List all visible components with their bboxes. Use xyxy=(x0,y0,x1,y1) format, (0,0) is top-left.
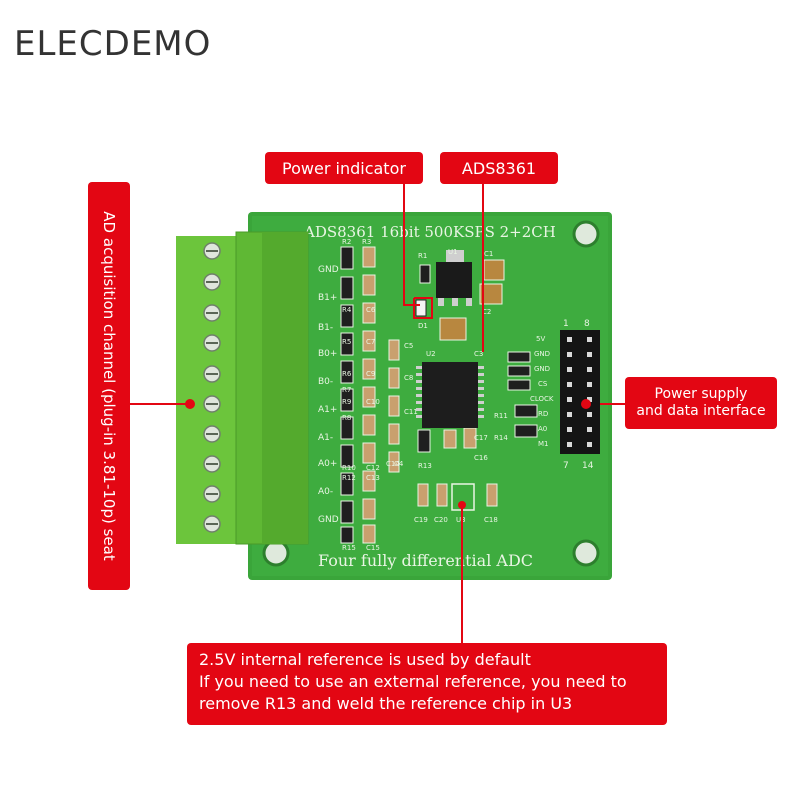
c2-capacitor xyxy=(479,283,503,305)
svg-text:C5: C5 xyxy=(404,342,413,350)
svg-text:U1: U1 xyxy=(448,248,458,256)
svg-text:R10: R10 xyxy=(342,464,356,472)
svg-text:C6: C6 xyxy=(366,306,376,314)
svg-text:8: 8 xyxy=(584,319,590,329)
chip-label: ADS8361 xyxy=(440,152,558,184)
svg-text:A1-: A1- xyxy=(318,433,333,443)
svg-text:CLOCK: CLOCK xyxy=(530,395,554,403)
svg-text:R4: R4 xyxy=(342,306,352,314)
svg-text:C15: C15 xyxy=(366,544,380,552)
svg-text:A0+: A0+ xyxy=(318,459,337,469)
svg-text:C8: C8 xyxy=(404,374,413,382)
c1-capacitor xyxy=(483,259,505,281)
callout-dots xyxy=(185,399,591,509)
brand-logo: ELECDEMO xyxy=(14,24,212,64)
c3-capacitor xyxy=(439,317,467,341)
svg-text:C2: C2 xyxy=(482,308,491,316)
svg-text:R1: R1 xyxy=(418,252,427,260)
mounting-holes xyxy=(262,220,600,567)
svg-text:R11: R11 xyxy=(494,412,508,420)
terminal-labels: GND B1+ B1- B0+ B0- A1+ A1- A0+ A0- GND xyxy=(318,265,339,525)
svg-text:GND: GND xyxy=(318,515,339,525)
terminal-block xyxy=(176,231,309,545)
component-refs: R1 U1 C1 C2 D1 U2 R13 U3 C19 C20 C18 C16… xyxy=(342,238,508,552)
svg-text:C11: C11 xyxy=(404,408,418,416)
svg-text:R6: R6 xyxy=(342,370,352,378)
svg-text:R8: R8 xyxy=(342,414,351,422)
u1-regulator xyxy=(436,250,472,306)
svg-text:B1-: B1- xyxy=(318,323,333,333)
svg-text:GND: GND xyxy=(534,350,550,358)
power-supply-line2: and data interface xyxy=(636,403,766,419)
svg-text:7: 7 xyxy=(563,461,569,471)
power-supply-line1: Power supply xyxy=(654,386,748,402)
smd-components xyxy=(340,246,538,544)
svg-text:C14: C14 xyxy=(386,460,400,468)
ad-channel-text: AD acquisition channel (plug-in 3.81-10p… xyxy=(100,211,118,561)
svg-text:C20: C20 xyxy=(434,516,448,524)
board-header-text: ADS8361 16bit 500KSPS 2+2CH xyxy=(303,223,556,241)
svg-text:B0+: B0+ xyxy=(318,349,337,359)
svg-text:5V: 5V xyxy=(536,335,545,343)
reference-line1: 2.5V internal reference is used by defau… xyxy=(199,650,531,669)
svg-text:GND: GND xyxy=(534,365,550,373)
pin-numbers: 1 8 7 14 xyxy=(563,319,594,471)
svg-text:C17: C17 xyxy=(474,434,488,442)
svg-text:C9: C9 xyxy=(366,370,375,378)
svg-text:R13: R13 xyxy=(418,462,432,470)
svg-text:R2: R2 xyxy=(342,238,351,246)
resistor-network xyxy=(507,351,531,391)
svg-text:14: 14 xyxy=(582,461,594,471)
svg-text:C13: C13 xyxy=(366,474,380,482)
svg-text:D1: D1 xyxy=(418,322,428,330)
callout-lines xyxy=(130,184,625,643)
power-indicator-label: Power indicator xyxy=(265,152,423,184)
d1-led xyxy=(415,299,427,317)
svg-text:C16: C16 xyxy=(474,454,488,462)
svg-text:B1+: B1+ xyxy=(318,293,337,303)
power-supply-label: Power supply and data interface xyxy=(625,377,777,429)
svg-text:R9: R9 xyxy=(342,398,351,406)
svg-text:1: 1 xyxy=(563,319,569,329)
svg-text:U3: U3 xyxy=(456,516,466,524)
u2-ads8361-chip xyxy=(416,362,484,428)
ad-channel-label: AD acquisition channel (plug-in 3.81-10p… xyxy=(88,182,130,590)
svg-text:CS: CS xyxy=(538,380,548,388)
svg-text:R7: R7 xyxy=(342,386,351,394)
svg-text:C3: C3 xyxy=(474,350,483,358)
svg-text:M1: M1 xyxy=(538,440,549,448)
svg-text:R5: R5 xyxy=(342,338,351,346)
svg-text:C18: C18 xyxy=(484,516,498,524)
svg-text:C10: C10 xyxy=(366,398,380,406)
svg-text:R14: R14 xyxy=(494,434,508,442)
svg-text:C12: C12 xyxy=(366,464,380,472)
reference-line2: If you need to use an external reference… xyxy=(199,672,627,691)
svg-text:B0-: B0- xyxy=(318,377,333,387)
svg-text:A0: A0 xyxy=(538,425,547,433)
svg-text:C19: C19 xyxy=(414,516,428,524)
svg-text:A1+: A1+ xyxy=(318,405,337,415)
svg-text:RD: RD xyxy=(538,410,548,418)
svg-text:U2: U2 xyxy=(426,350,436,358)
svg-text:R15: R15 xyxy=(342,544,356,552)
header-pin-labels: 5V GND GND CS CLOCK RD A0 M1 xyxy=(530,335,554,448)
svg-text:C7: C7 xyxy=(366,338,375,346)
board-footer-text: Four fully differential ADC xyxy=(318,551,533,570)
reference-line3: remove R13 and weld the reference chip i… xyxy=(199,694,573,713)
svg-text:C1: C1 xyxy=(484,250,493,258)
svg-text:GND: GND xyxy=(318,265,339,275)
reference-label: 2.5V internal reference is used by defau… xyxy=(187,643,667,725)
svg-text:R12: R12 xyxy=(342,474,356,482)
svg-text:A0-: A0- xyxy=(318,487,333,497)
svg-text:C4: C4 xyxy=(394,460,404,468)
pin-header xyxy=(560,330,600,454)
svg-text:R3: R3 xyxy=(362,238,371,246)
